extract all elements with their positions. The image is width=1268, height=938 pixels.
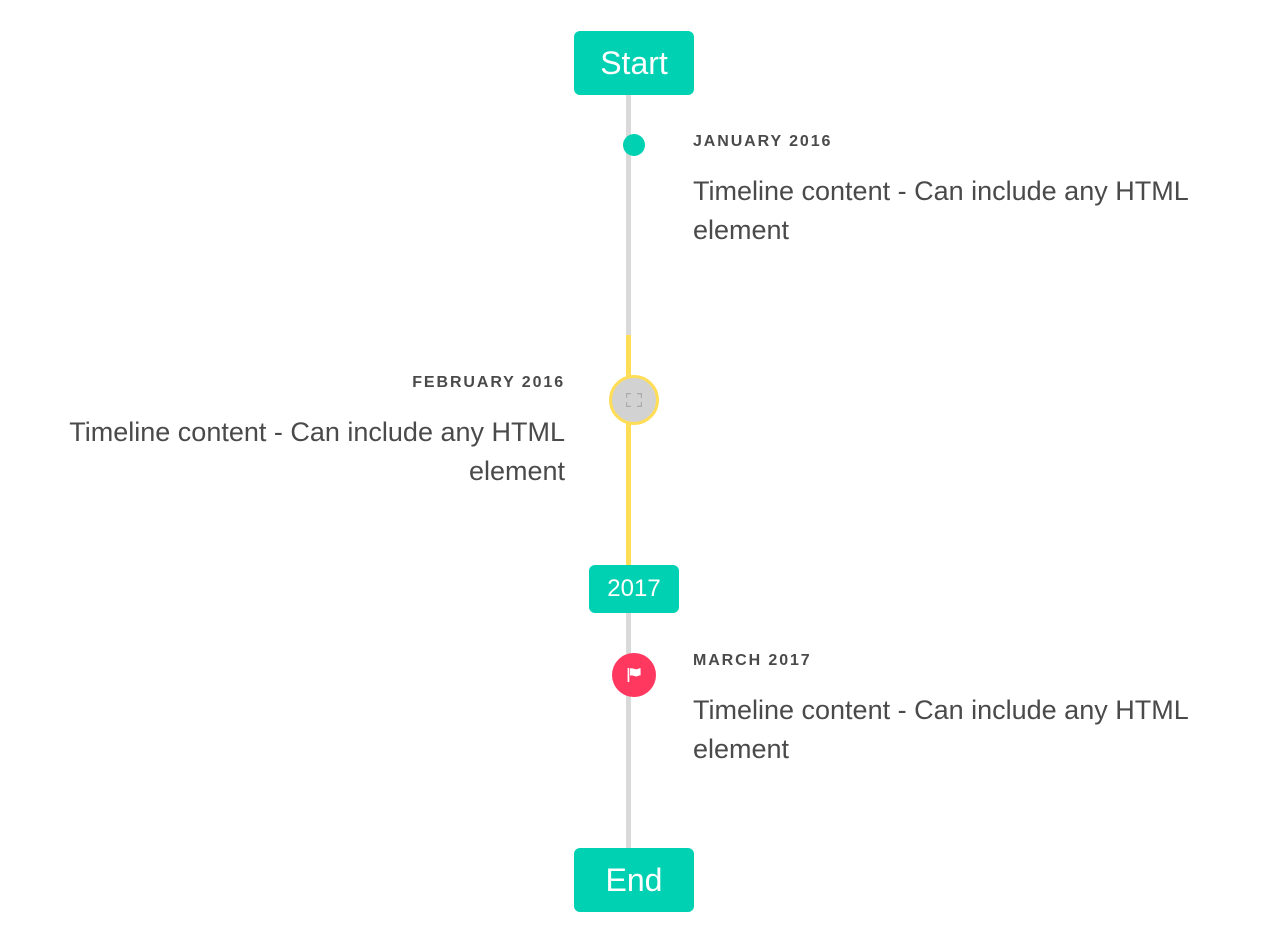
broken-image-marker-icon	[609, 375, 659, 425]
timeline-item-date: MARCH 2017	[693, 652, 812, 669]
flag-icon	[627, 668, 641, 682]
timeline-footer-end-badge[interactable]: End	[574, 848, 694, 912]
timeline-item-date: FEBRUARY 2016	[412, 374, 565, 391]
flag-marker-icon	[612, 653, 656, 697]
timeline-item-content: Timeline content - Can include any HTML …	[69, 417, 565, 487]
timeline-footer-end-label: End	[605, 861, 663, 898]
timeline-line-segment-gray-bottom	[626, 613, 631, 853]
timeline-header-start-label: Start	[600, 44, 668, 81]
timeline-divider-year-label: 2017	[607, 575, 661, 602]
circle-dot-marker-icon	[623, 134, 645, 156]
timeline-item-date: JANUARY 2016	[693, 133, 833, 150]
timeline-item-body: MARCH 2017 Timeline content - Can includ…	[693, 653, 1218, 769]
timeline-item-body: FEBRUARY 2016 Timeline content - Can inc…	[40, 375, 565, 491]
timeline-line-segment-gray-top	[626, 94, 631, 335]
timeline-item-content: Timeline content - Can include any HTML …	[693, 176, 1188, 246]
timeline-header-start-badge[interactable]: Start	[574, 31, 694, 95]
timeline-line-segment-yellow	[626, 335, 631, 565]
broken-image-icon	[626, 393, 642, 407]
timeline-divider-year-badge[interactable]: 2017	[589, 565, 679, 613]
timeline-item-content: Timeline content - Can include any HTML …	[693, 695, 1188, 765]
timeline-item-body: JANUARY 2016 Timeline content - Can incl…	[693, 134, 1218, 250]
